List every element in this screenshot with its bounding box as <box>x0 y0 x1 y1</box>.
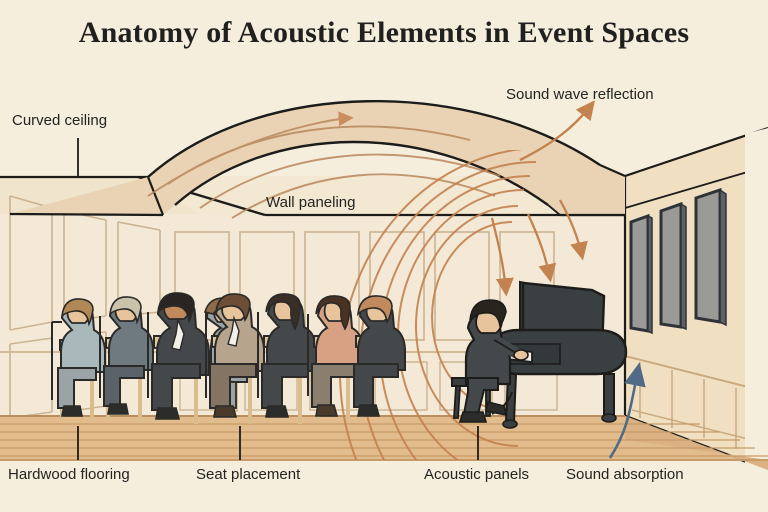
sound-absorption-arrow <box>608 362 646 459</box>
audience-member <box>353 295 406 420</box>
arch-right-inner-jamb <box>547 204 561 216</box>
audience-member <box>51 298 106 422</box>
arch-right-jamb <box>599 163 626 178</box>
ceiling-plane <box>140 176 625 214</box>
leader-lines <box>77 138 479 460</box>
reflection-up-arrow <box>519 100 595 162</box>
sound-arc-2 <box>415 205 519 447</box>
reflection-down-arrows <box>490 199 588 297</box>
arch-outer-edge <box>147 99 601 178</box>
reflect-arrow-3 <box>558 199 588 261</box>
piano-leg-back <box>603 373 615 417</box>
right-wall-top-edge <box>624 126 768 178</box>
label-acoustic-panels: Acoustic panels <box>424 466 530 483</box>
pianist-hair <box>469 299 507 329</box>
pianist <box>451 299 529 423</box>
reflect-arrow-2 <box>526 213 557 283</box>
bench-leg-left <box>453 385 461 419</box>
label-curved-ceiling: Curved ceiling <box>12 112 108 129</box>
piano-caster-front <box>502 419 518 429</box>
curved-ceiling <box>9 99 626 219</box>
right-wall-cornice <box>624 165 768 209</box>
floor-main <box>0 416 625 460</box>
audience-member <box>99 296 154 422</box>
piano-caster-back <box>601 413 617 423</box>
label-wall-paneling: Wall paneling <box>266 194 356 211</box>
label-sound-absorption: Sound absorption <box>566 466 684 483</box>
acoustic-panel <box>659 201 687 331</box>
floor-planks <box>0 423 768 457</box>
label-hardwood-flooring: Hardwood flooring <box>8 466 130 483</box>
audience-member <box>205 293 265 424</box>
label-seat-placement: Seat placement <box>196 466 301 483</box>
audience-member <box>257 293 317 424</box>
pianist-shoe-2 <box>485 401 508 417</box>
audience-member <box>307 295 364 422</box>
right-outer-wall <box>745 128 768 512</box>
arch-left-jamb <box>146 176 165 216</box>
right-wall-dado-rail <box>624 355 768 393</box>
pianist-shoe <box>458 411 488 423</box>
acoustic-panels <box>629 187 727 335</box>
ceiling-flow-arrows <box>147 111 501 219</box>
arch-spring-left <box>9 212 164 217</box>
acoustic-panel <box>694 187 727 327</box>
reflect-arrow-1 <box>490 217 514 297</box>
page-title: Anatomy of Acoustic Elements in Event Sp… <box>78 16 690 49</box>
pianist-hand <box>513 349 529 361</box>
acoustic-panel <box>629 213 653 335</box>
label-sound-wave-reflection: Sound wave reflection <box>506 86 654 103</box>
pianist-legs <box>462 377 499 415</box>
audience-member <box>147 292 210 424</box>
audience <box>51 292 406 424</box>
